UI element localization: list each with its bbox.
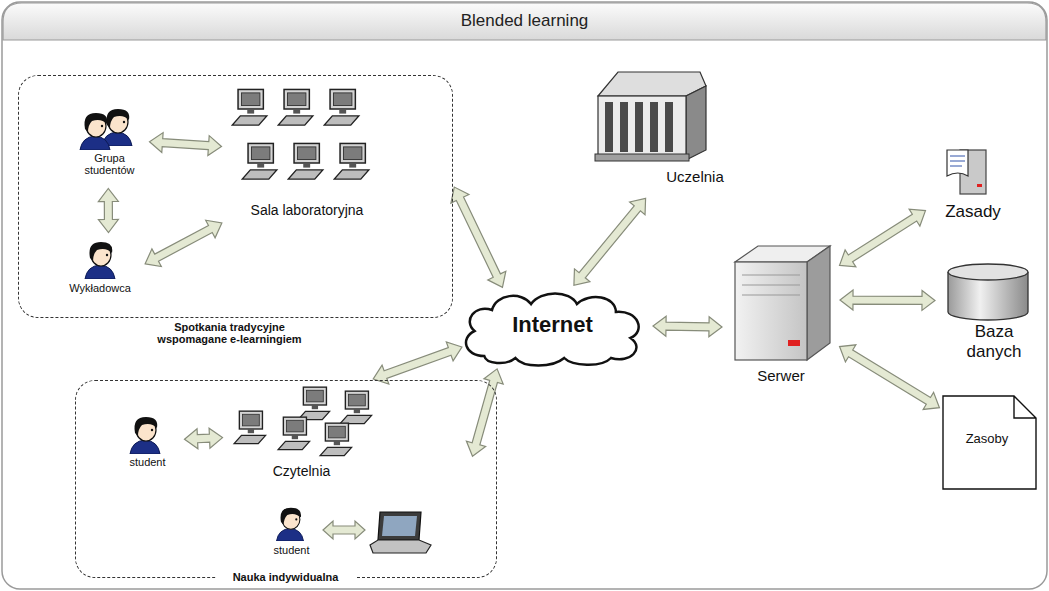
- icon-node: Zasady: [928, 143, 1018, 231]
- icon-node: Czytelnia: [226, 383, 378, 483]
- lecturer-icon: [85, 242, 115, 279]
- diagram-title: Blended learning: [0, 11, 1049, 31]
- reading-room-computers-icon: [234, 387, 372, 456]
- node-label: student: [114, 456, 182, 469]
- cloud-outline: [466, 294, 639, 366]
- lab-computers-icon: [232, 89, 368, 179]
- group-label: Nauka indywidualna: [216, 571, 356, 584]
- doc-outline: [943, 396, 1036, 489]
- university-building-icon: [595, 72, 706, 161]
- student-group-icon: [80, 109, 132, 150]
- double-arrow: [373, 342, 462, 384]
- double-arrow: [451, 187, 506, 287]
- double-arrow: [840, 345, 940, 410]
- node-label: Zasady: [928, 202, 1018, 222]
- double-arrow: [184, 428, 222, 449]
- node-label: Grupa studentów: [74, 152, 146, 177]
- rules-server-icon: [947, 150, 986, 194]
- double-arrow: [145, 220, 222, 266]
- group-region: Spotkania tradycyjne wspomagane e-learni…: [18, 75, 453, 318]
- double-arrow: [840, 290, 935, 310]
- icon-node: Sala laboratoryjna: [225, 86, 390, 222]
- double-arrow: [149, 133, 221, 156]
- double-arrow: [653, 316, 722, 337]
- node-label: Serwer: [725, 367, 837, 384]
- double-arrow: [574, 198, 646, 285]
- node-label: Zasoby: [947, 432, 1027, 447]
- node-label: Internet: [470, 312, 635, 337]
- group-region: Nauka indywidualnastudentCzytelniastuden…: [75, 380, 497, 578]
- student-icon: [130, 417, 160, 454]
- student-icon: [277, 508, 304, 541]
- server-icon: [735, 246, 830, 360]
- icon-node: student: [262, 503, 326, 563]
- double-arrow: [323, 521, 365, 539]
- node-label: student: [258, 544, 326, 557]
- node-label: Czytelnia: [226, 463, 378, 479]
- icon-node: Wykładowca: [58, 236, 143, 302]
- node-label: Wykładowca: [58, 282, 143, 295]
- icon-node: Serwer: [725, 243, 837, 393]
- icon-node: student: [118, 412, 182, 474]
- node-label: Uczelnia: [648, 168, 742, 185]
- group-label: Spotkania tradycyjne wspomagane e-learni…: [150, 321, 310, 346]
- icon-node: Grupa studentów: [62, 106, 147, 186]
- node-label: Sala laboratoryjna: [225, 202, 390, 218]
- double-arrow: [466, 369, 503, 456]
- double-arrow: [840, 209, 926, 267]
- cloud-node: Internet: [455, 286, 650, 366]
- icon-node: Baza danych: [938, 258, 1038, 376]
- database-icon: [948, 264, 1028, 320]
- laptop-icon: [370, 512, 431, 553]
- double-arrow: [98, 189, 118, 233]
- icon-node: Uczelnia: [592, 68, 742, 196]
- doc-node: Zasoby: [942, 395, 1037, 490]
- node-label: Baza danych: [958, 322, 1030, 361]
